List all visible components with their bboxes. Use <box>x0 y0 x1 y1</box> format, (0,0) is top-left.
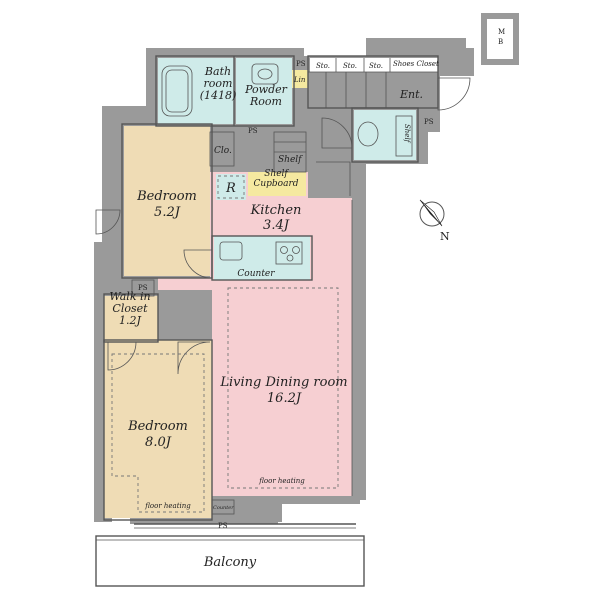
small-counter-label: Counter <box>213 505 234 511</box>
storage-2-label: Sto. <box>343 62 357 70</box>
living-name: Living Dining room <box>219 375 347 390</box>
stove <box>275 241 303 265</box>
shoes-closet-label: Shoes Closet <box>393 60 439 68</box>
bedroom-1-size: 5.2J <box>154 205 181 220</box>
floor-heating-living-label: floor heating <box>258 477 305 485</box>
ps-label: PS <box>296 60 306 68</box>
floor-heating-bedroom-label: floor heating <box>144 502 191 510</box>
ps-label: PS <box>218 522 228 530</box>
balcony-outline <box>95 535 365 587</box>
linen-area <box>292 70 308 88</box>
mb-label-m: M <box>498 28 505 36</box>
storage-3-label: Sto. <box>369 62 383 70</box>
refrigerator-label: R <box>225 181 236 196</box>
interior-walls <box>95 55 471 587</box>
room-fills <box>104 58 438 518</box>
ps-label: PS <box>424 118 434 126</box>
bedroom-2-size: 8.0J <box>145 435 172 450</box>
bathtub <box>161 65 193 117</box>
closet-label: Clo. <box>214 146 232 156</box>
refrigerator-space <box>216 174 246 200</box>
kitchen-name: Kitchen <box>250 203 302 218</box>
bedroom-1-area <box>124 126 210 276</box>
ps-label: PS <box>248 127 258 135</box>
mb-label-b: B <box>498 38 503 46</box>
shelf-toilet-label: Shelf <box>403 124 411 144</box>
balcony-label: Balcony <box>203 555 257 570</box>
bathroom-area <box>158 58 234 124</box>
counter-label: Counter <box>237 269 275 279</box>
bedroom-2-name: Bedroom <box>127 419 188 434</box>
north-compass: N <box>419 199 450 243</box>
walk-in-closet-area <box>104 296 158 340</box>
toilet-area <box>354 110 416 160</box>
ps-label: PS <box>138 284 148 292</box>
storage-1-label: Sto. <box>316 62 330 70</box>
shelf-label: Shelf <box>278 155 303 165</box>
mb-box <box>481 13 519 65</box>
shelf-cupboard-area <box>248 172 306 196</box>
entrance-label: Ent. <box>399 88 423 101</box>
ps-labels: PS PS PS PS PS <box>138 60 434 530</box>
toilet <box>357 121 379 147</box>
bedroom-1-name: Bedroom <box>136 189 197 204</box>
compass-label: N <box>440 230 450 243</box>
linen-label: Lin <box>293 76 306 84</box>
sink <box>251 63 279 85</box>
kitchen-size: 3.4J <box>263 218 290 233</box>
bedroom-2-area <box>104 340 212 518</box>
living-size: 16.2J <box>267 391 302 406</box>
storage-strip-area <box>310 58 438 72</box>
kitchen-counter-area <box>214 236 310 280</box>
kitchen-sink <box>219 241 243 261</box>
